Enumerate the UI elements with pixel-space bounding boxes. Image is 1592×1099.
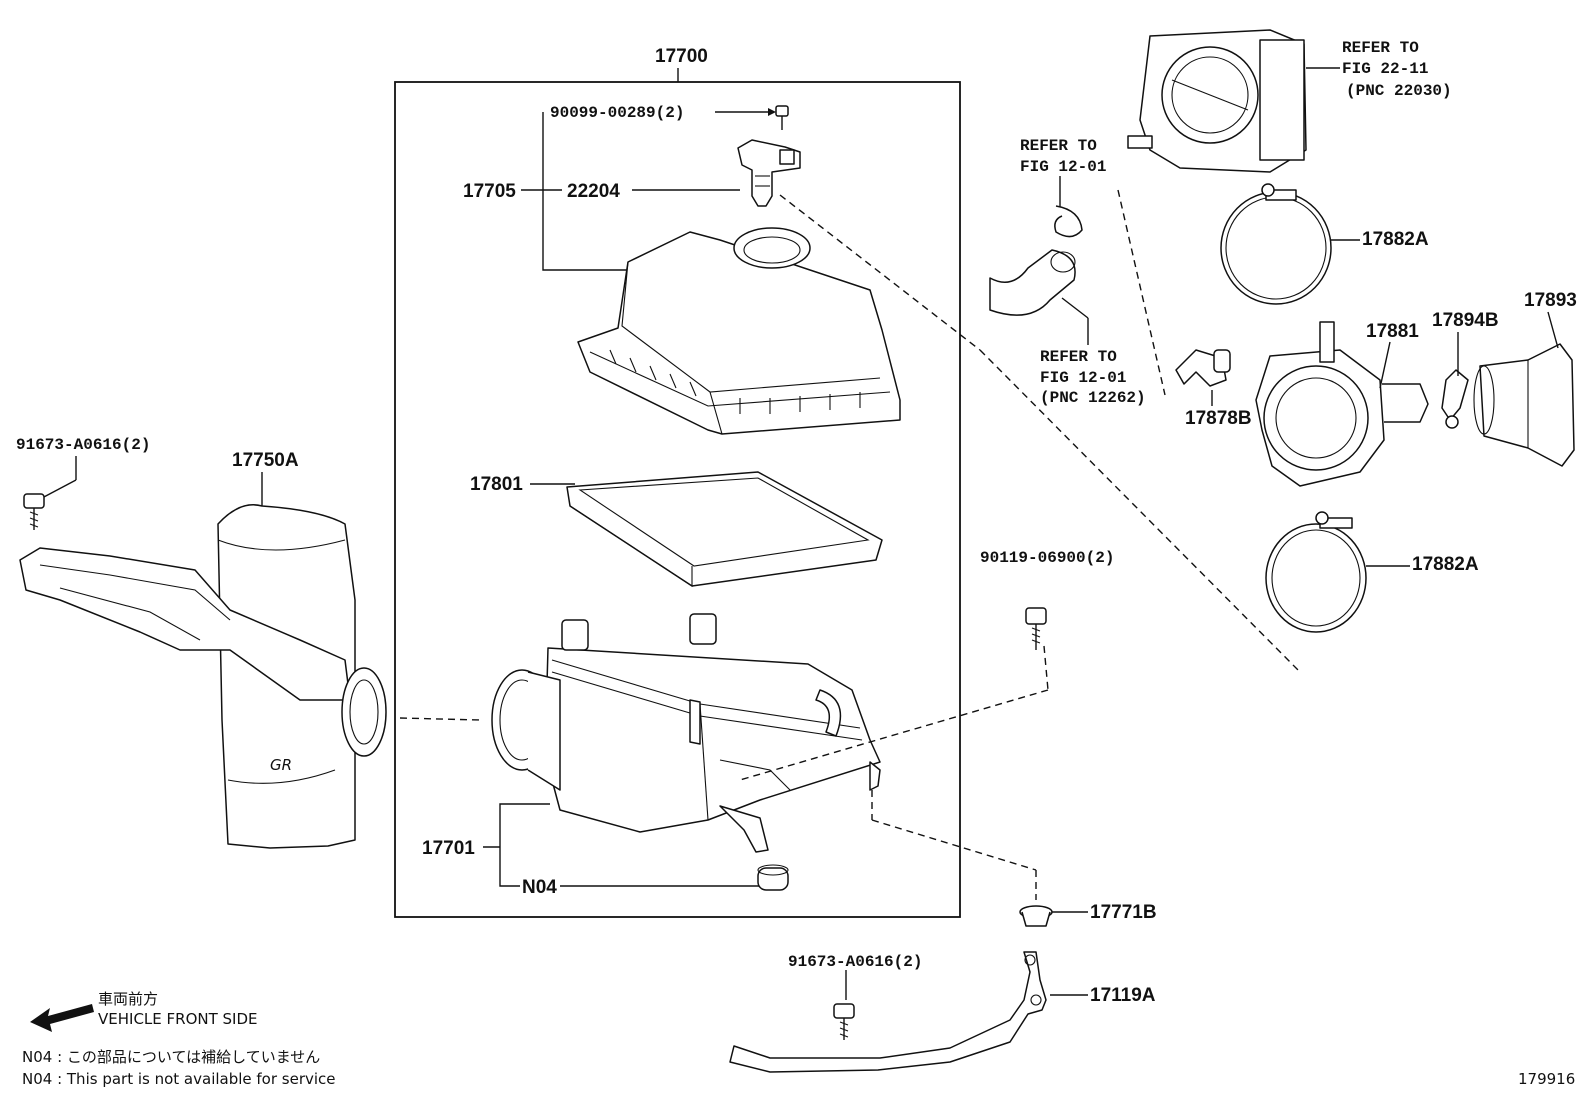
ref-hose-line2: FIG 12-01	[1040, 369, 1126, 387]
hose-clip	[1054, 205, 1083, 238]
ref-throttle-line3: (PNC 22030)	[1346, 82, 1452, 100]
label-17801: 17801	[470, 474, 523, 495]
gr-logo: GR	[270, 756, 292, 774]
grommet-17771b	[1019, 905, 1053, 927]
label-90099-00289: 90099-00289(2)	[550, 104, 684, 122]
label-22204: 22204	[567, 181, 620, 202]
mass-airflow-sensor-22204	[737, 139, 801, 207]
label-90119-06900: 90119-06900(2)	[980, 549, 1114, 567]
clamp-17894b	[1441, 369, 1469, 429]
ref-hose-line3: (PNC 12262)	[1040, 389, 1146, 407]
label-17705: 17705	[463, 181, 516, 202]
ref-hose-line1: REFER TO	[1040, 348, 1117, 366]
air-intake-duct-17750a: GR	[19, 504, 387, 849]
breather-hose	[989, 249, 1076, 316]
label-17882a-bottom: 17882A	[1412, 554, 1479, 575]
label-17119a: 17119A	[1090, 985, 1156, 1006]
bolt-91673-bottom-icon	[833, 1003, 855, 1040]
label-17750a: 17750A	[232, 450, 299, 471]
label-17701: 17701	[422, 838, 475, 859]
arrowhead	[768, 108, 776, 116]
nipple-17878b	[1175, 349, 1231, 387]
n04-note-jp: N04 : この部品については補給していません	[22, 1048, 320, 1066]
label-n04: N04	[522, 877, 557, 898]
throttle-body	[1127, 29, 1307, 173]
label-17881: 17881	[1366, 321, 1419, 342]
hose-clamp-17882a-bottom	[1265, 511, 1367, 633]
bolt-90119-icon	[1025, 607, 1047, 650]
ref-clip-line2: FIG 12-01	[1020, 158, 1106, 176]
n04-note-en: N04 : This part is not available for ser…	[22, 1070, 336, 1088]
air-cleaner-cover	[577, 227, 901, 435]
intake-pipe-17893	[1473, 343, 1575, 467]
label-17771b: 17771B	[1090, 902, 1157, 923]
label-17700: 17700	[655, 46, 708, 67]
bracket-17119a	[729, 951, 1047, 1073]
ref-throttle-line1: REFER TO	[1342, 39, 1419, 57]
vehicle-front-arrow-icon	[30, 1004, 94, 1032]
ref-throttle-line2: FIG 22-11	[1342, 60, 1428, 78]
air-cleaner-case-lower	[545, 613, 881, 853]
front-jp: 車両前方	[98, 990, 158, 1008]
label-17894b: 17894B	[1432, 310, 1499, 331]
hose-clamp-17882a-top	[1220, 183, 1332, 305]
label-17878b: 17878B	[1185, 408, 1252, 429]
bolt-91673-left-icon	[23, 493, 45, 530]
label-17893: 17893	[1524, 290, 1577, 311]
label-17882a-top: 17882A	[1362, 229, 1429, 250]
air-filter-element-17801	[566, 471, 883, 588]
label-91673-a0616-left: 91673-A0616(2)	[16, 436, 150, 454]
ref-clip-line1: REFER TO	[1020, 137, 1097, 155]
label-91673-a0616-bottom: 91673-A0616(2)	[788, 953, 922, 971]
inlet-duct-ring	[491, 669, 561, 791]
figure-number: 179916	[1518, 1070, 1575, 1088]
front-en: VEHICLE FRONT SIDE	[98, 1010, 258, 1028]
n04-grommet	[757, 864, 789, 891]
intake-connector-17881	[1255, 321, 1429, 487]
bolt-90099-icon	[775, 105, 789, 130]
